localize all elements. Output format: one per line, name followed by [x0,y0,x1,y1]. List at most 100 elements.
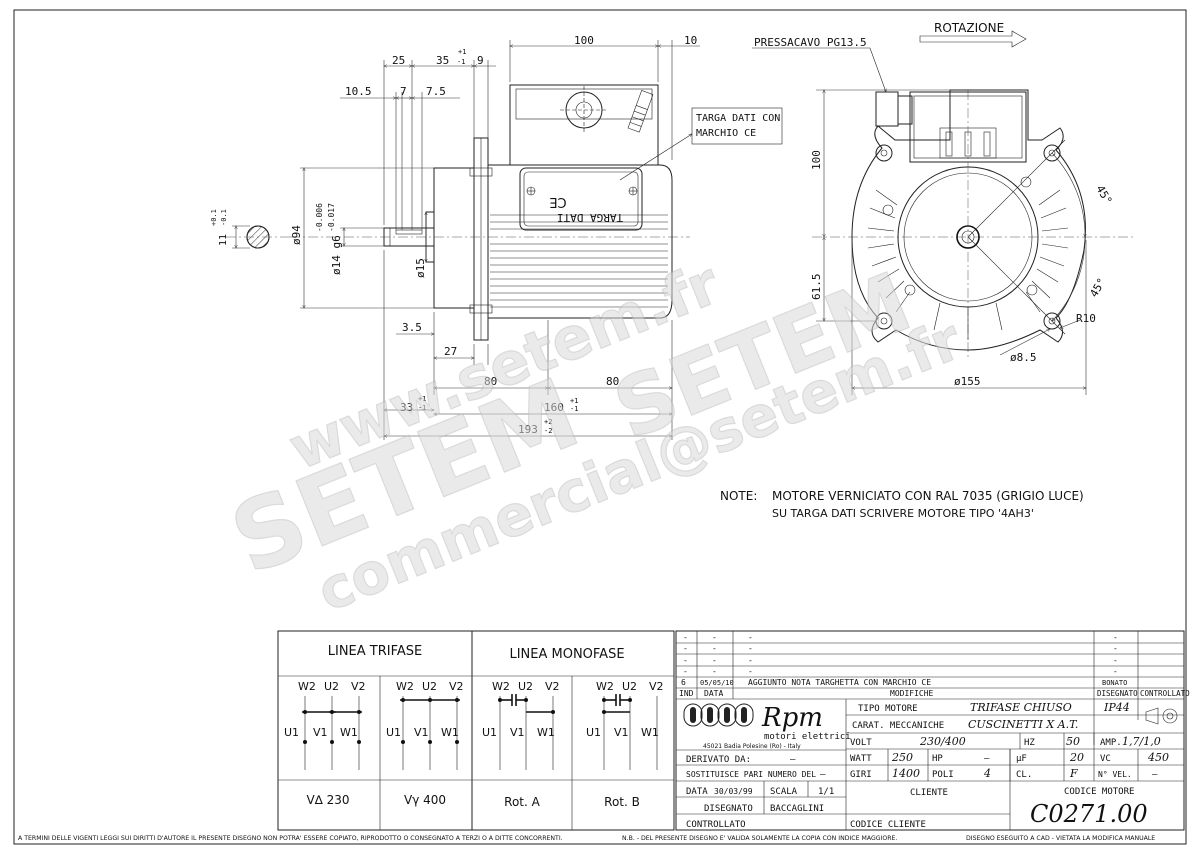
svg-text:-: - [748,633,753,642]
svg-text:-: - [712,644,717,653]
uf-value: 20 [1069,751,1084,764]
tol-35: -1 [457,58,465,66]
front-view: 45° 45° R10 ø8.5 100 61.5 ø155 PRESSACAV… [752,21,1135,395]
carat-meccaniche: CUSCINETTI X A.T. [968,718,1078,731]
disegnato-value: BACCAGLINI [770,804,824,814]
svg-text:V1: V1 [510,726,525,739]
ip-rating: IP44 [1103,701,1130,714]
dim-11: 11 [218,234,229,246]
dim-94: ø94 [290,225,303,245]
svg-text:N° VEL.: N° VEL. [1098,770,1132,779]
svg-text:U2: U2 [324,680,339,693]
giri-value: 1400 [892,767,920,780]
svg-text:µF: µF [1016,754,1027,764]
svg-text:U1: U1 [586,726,601,739]
svg-text:V1: V1 [313,726,328,739]
svg-text:DERIVATO DA:: DERIVATO DA: [686,755,751,765]
svg-text:DATA: DATA [704,689,723,698]
svg-text:AMP.: AMP. [1100,738,1122,748]
plate-callout-line2: MARCHIO CE [696,128,756,139]
plate-text: TARGA DATI [557,211,623,224]
svg-text:VC: VC [1100,754,1111,764]
footer-copyright: A TERMINI DELLE VIGENTI LEGGI SUI DIRITT… [18,835,563,842]
dim-7-5: 7.5 [426,85,446,98]
svg-text:V2: V2 [449,680,464,693]
svg-text:-: - [1113,667,1118,676]
wiring-delta: W2 U2 V2 U1 V1 W1 V∆ 230 [284,680,366,807]
dim-3-5: 3.5 [402,321,422,334]
svg-text:HZ: HZ [1024,738,1035,748]
svg-text:V1: V1 [614,726,629,739]
rotation-label: ROTAZIONE [934,21,1004,35]
svg-text:-: - [1113,656,1118,665]
wiring-panel: LINEA TRIFASE LINEA MONOFASE W2 U2 V2 U1… [277,630,675,831]
tol-35p: +1 [458,48,466,56]
note-line-2: SU TARGA DATI SCRIVERE MOTORE TIPO '4AH3… [772,507,1034,520]
dim-35: 35 [436,54,449,67]
watermarks: www.setem.fr SETEM SETEM commercial@sete… [216,248,971,625]
tol-14a: -0.006 [315,203,324,232]
tipo-motore: TRIFASE CHIUSO [970,701,1072,714]
svg-text:-: - [683,644,688,653]
svg-text:V2: V2 [649,680,664,693]
dim-7: 7 [400,85,407,98]
tol-160p: +1 [570,397,578,405]
dim-top-100: 100 [574,34,594,47]
dim-45b: 45° [1087,276,1108,300]
svg-text:V2: V2 [351,680,366,693]
dim-front-100: 100 [810,150,823,170]
svg-text:-: - [683,633,688,642]
wiring-star: W2 U2 V2 U1 V1 W1 Vγ 400 [386,680,464,807]
svg-text:WATT: WATT [850,754,872,764]
volt-value: 230/400 [919,735,966,748]
rotation-arrow-icon [919,30,1027,48]
ce-mark: CE [549,194,566,209]
svg-text:U2: U2 [422,680,437,693]
title-block: ---- ---- ---- ---- 6 05/05/10 AGGIUNTO … [675,630,1190,831]
dim-8-5: ø8.5 [1010,351,1037,364]
tol-14b: -0.017 [327,203,336,232]
footer-cad: DISEGNO ESEGUITO A CAD - VIETATA LA MODI… [966,835,1155,842]
derivato-value: — [790,755,796,765]
dim-27: 27 [444,345,457,358]
svg-text:GIRI: GIRI [850,770,872,780]
svg-text:CONTROLLATO: CONTROLLATO [686,820,746,830]
svg-text:W1: W1 [641,726,659,739]
dim-80b: 80 [606,375,619,388]
dim-14: ø14 g6 [330,235,343,275]
svg-text:-: - [1113,633,1118,642]
svg-text:CONTROLLATO: CONTROLLATO [1140,689,1190,698]
note-label: NOTE: [720,489,757,503]
svg-text:CODICE CLIENTE: CODICE CLIENTE [850,820,926,830]
svg-text:CL.: CL. [1016,770,1032,780]
dim-155: ø155 [954,375,981,388]
hp-value: — [984,754,990,764]
footer-note: N.B. - DEL PRESENTE DISEGNO E' VALIDA SO… [622,835,897,842]
rev-6-sig: BONATO [1102,679,1127,687]
dim-10-5: 10.5 [345,85,372,98]
tol-160m: -1 [570,405,578,413]
dim-15: ø15 [414,258,427,278]
svg-text:W2: W2 [492,680,510,693]
svg-text:SCALA: SCALA [770,787,798,797]
rev-6-ind: 6 [681,678,686,687]
svg-text:SOSTITUISCE PARI NUMERO DEL: SOSTITUISCE PARI NUMERO DEL [686,770,816,779]
svg-text:U2: U2 [622,680,637,693]
svg-text:TIPO MOTORE: TIPO MOTORE [858,704,918,714]
data-value: 30/03/99 [714,787,753,796]
vc-value: 450 [1147,751,1169,764]
svg-text:-: - [683,656,688,665]
svg-text:W1: W1 [537,726,555,739]
scala-value: 1/1 [818,787,834,797]
svg-text:HP: HP [932,754,943,764]
logo-text: Rpm [761,703,823,733]
dim-80a: 80 [484,375,497,388]
svg-text:IND: IND [679,689,694,698]
svg-text:-: - [712,633,717,642]
dim-9: 9 [477,54,484,67]
svg-text:CODICE MOTORE: CODICE MOTORE [1064,787,1134,797]
svg-text:W2: W2 [298,680,316,693]
svg-text:U1: U1 [386,726,401,739]
svg-text:POLI: POLI [932,770,954,780]
svg-text:U1: U1 [284,726,299,739]
